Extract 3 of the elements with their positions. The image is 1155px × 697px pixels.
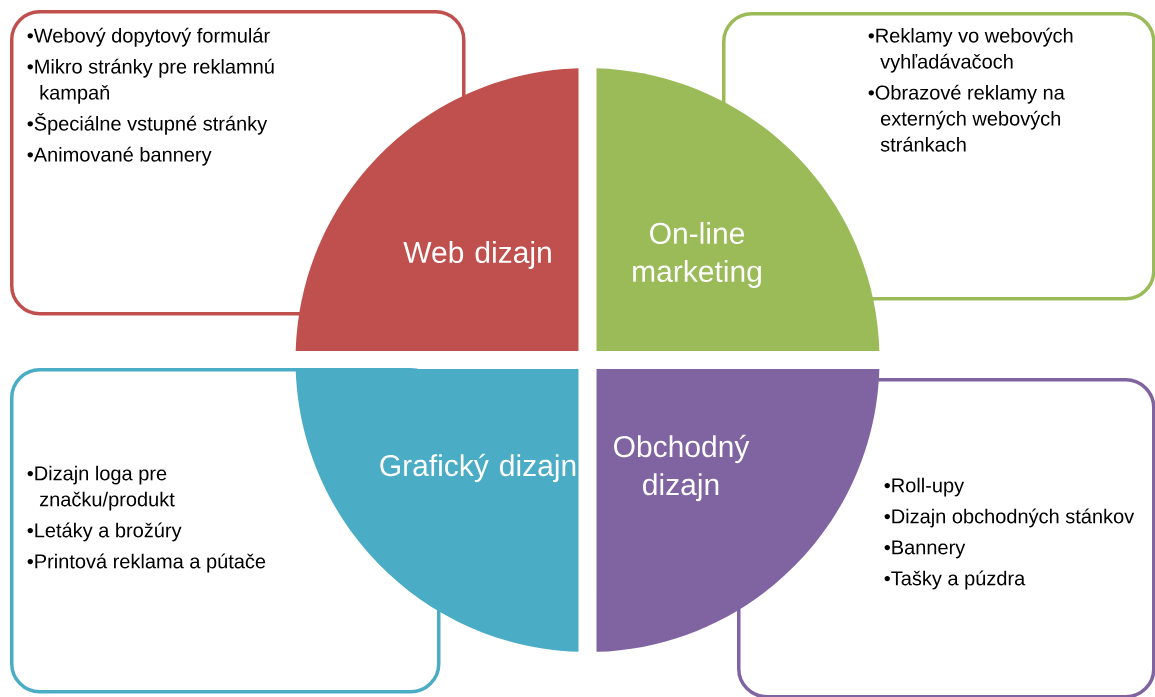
quadrant-segment: Web dizajn	[295, 68, 579, 351]
quadrant-segment: Grafický dizajn	[295, 369, 579, 652]
quadrant-segment: Obchodný dizajn	[596, 369, 880, 652]
